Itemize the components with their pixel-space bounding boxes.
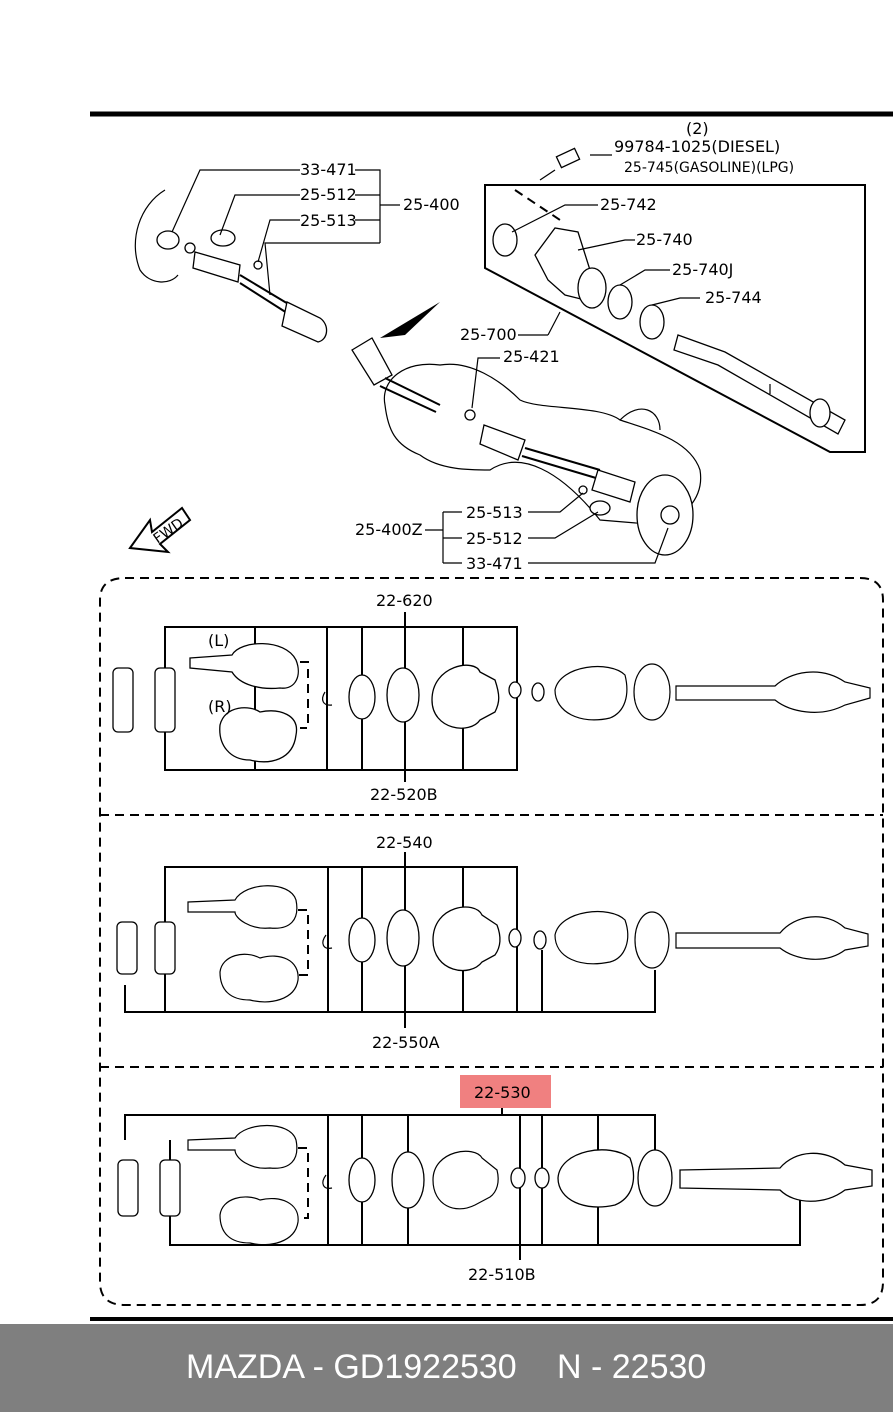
cv-boot-outer	[557, 1149, 635, 1208]
grease-tube	[154, 921, 176, 975]
cv-joint-right	[219, 707, 298, 763]
panel-3-top-label: 22-530	[474, 1083, 531, 1102]
circlip	[348, 674, 376, 720]
panel-1-bottom-label: 22-520B	[370, 785, 438, 804]
outboard-joint-shaft	[679, 1152, 873, 1202]
intermediate-shaft	[351, 337, 393, 386]
highlight-box-22-530	[460, 1075, 551, 1108]
grease-tube	[154, 667, 176, 733]
label-25-742: 25-742	[600, 195, 657, 214]
cv-boot-inner	[432, 1150, 499, 1210]
fwd-label: FWD	[151, 515, 187, 547]
panel-2-bottom-label: 22-550A	[372, 1033, 440, 1052]
label-25-512-right: 25-512	[466, 529, 523, 548]
panel-3: 22-530 22-510B	[117, 1075, 873, 1284]
footer-bar: MAZDA - GD1922530 N - 22530	[0, 1324, 893, 1412]
label-25-740J: 25-740J	[672, 260, 733, 279]
boot-clamp-small	[534, 1167, 550, 1189]
cv-boot	[431, 664, 500, 729]
label-25-700: 25-700	[460, 325, 517, 344]
boot-band	[386, 909, 420, 967]
circlip	[348, 1157, 376, 1203]
panels-dashed-border	[99, 577, 884, 1306]
panel-1: (L) (R) 22-620 22-520B	[112, 591, 871, 804]
fwd-arrow-icon	[128, 506, 192, 554]
grease-tube	[116, 921, 138, 975]
cv-joint-right	[219, 953, 299, 1003]
panel-1-right-tag: (R)	[208, 697, 232, 716]
boot-band-outer	[637, 1149, 673, 1207]
label-25-400: 25-400	[403, 195, 460, 214]
transaxle-outline	[383, 363, 702, 526]
label-25-513-right: 25-513	[466, 503, 523, 522]
boot-clamp-small	[510, 1167, 526, 1189]
footer-oem-number: N - 22530	[557, 1348, 707, 1386]
grease-tube	[112, 667, 134, 733]
label-33-471-right: 33-471	[466, 554, 523, 573]
cv-joint-left	[187, 885, 298, 929]
direction-wedge	[380, 302, 440, 338]
snap-ring	[639, 304, 665, 340]
boot-band	[386, 667, 420, 723]
label-25-513-top: 25-513	[300, 211, 357, 230]
variant-label: (2)	[686, 119, 709, 138]
cv-joint-left	[189, 642, 299, 690]
inner-shaft	[673, 334, 846, 435]
label-25-512-top: 25-512	[300, 185, 357, 204]
grease-tube	[159, 1159, 181, 1217]
cv-joint-right	[219, 1196, 299, 1246]
label-25-740: 25-740	[636, 230, 693, 249]
bolt-diesel-label: 99784-1025(DIESEL)	[614, 137, 780, 156]
label-25-744: 25-744	[705, 288, 762, 307]
bracket-seal	[492, 223, 518, 257]
circlip	[348, 917, 376, 963]
left-shaft-joint	[281, 301, 328, 343]
footer-part-number: MAZDA - GD1922530	[186, 1348, 517, 1386]
panel-3-bottom-label: 22-510B	[468, 1265, 536, 1284]
boot-band	[391, 1151, 425, 1209]
label-25-400Z: 25-400Z	[355, 520, 423, 539]
label-25-421: 25-421	[503, 347, 560, 366]
bolt-gas-label: 25-745(GASOLINE)(LPG)	[624, 160, 794, 176]
left-shaft-boot	[192, 251, 241, 283]
panel-2: 22-540 22-550A	[116, 833, 869, 1052]
label-33-471-top: 33-471	[300, 160, 357, 179]
panel-2-top-label: 22-540	[376, 833, 433, 852]
cv-joint-left	[187, 1124, 298, 1169]
cv-boot	[432, 906, 501, 972]
bearing-ring	[607, 284, 633, 320]
left-hub	[134, 189, 179, 283]
panel-1-left-tag: (L)	[208, 631, 229, 650]
bolt-icon	[555, 147, 581, 169]
left-hub-seal	[156, 230, 180, 250]
right-shaft-boot	[591, 469, 636, 503]
grease-tube	[117, 1159, 139, 1217]
panel-1-top-label: 22-620	[376, 591, 433, 610]
